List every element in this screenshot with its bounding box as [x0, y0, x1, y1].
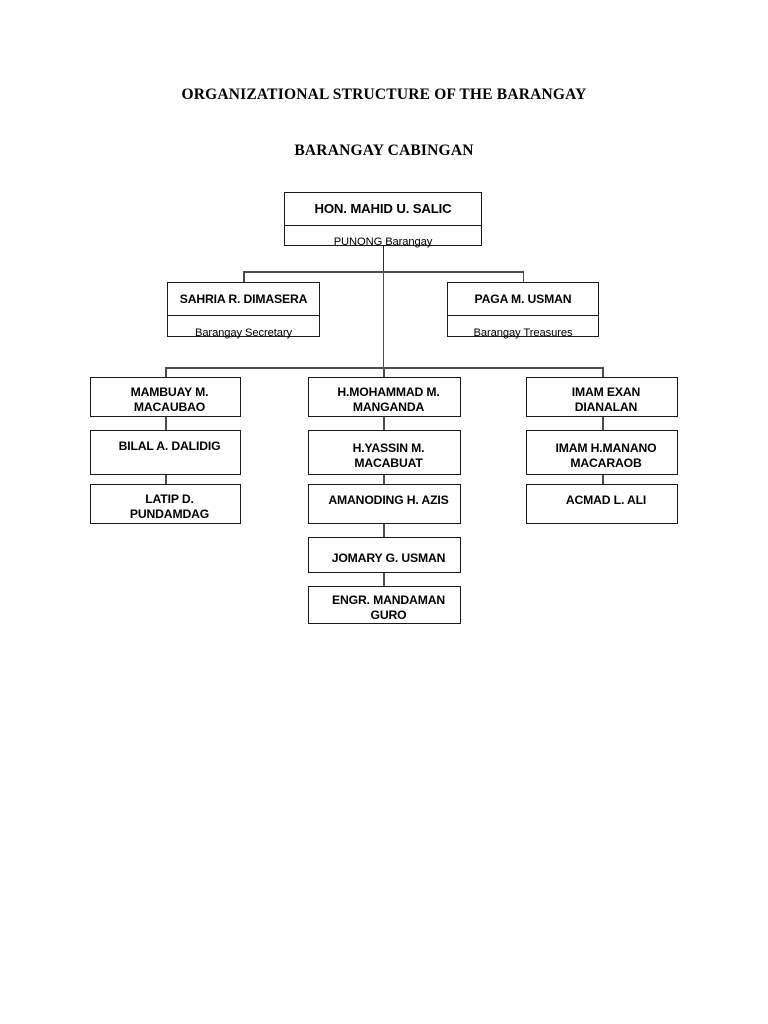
page-title: ORGANIZATIONAL STRUCTURE OF THE BARANGAY — [181, 86, 587, 103]
connector-mid-3-4 — [383, 524, 385, 537]
connector-member-right-drop — [602, 367, 604, 377]
org-node-name: HON. MAHID U. SALIC — [314, 200, 452, 216]
org-node-role: Barangay Treasures — [448, 315, 598, 351]
connector-mid-1-2 — [383, 417, 385, 430]
org-node-name: JOMARY G. USMAN — [331, 550, 446, 565]
org-node-name: AMANODING H. AZIS — [328, 493, 449, 507]
org-node-left-2: BILAL A. DALIDIG — [90, 430, 241, 475]
org-node-name: LATIP D. PUNDAMDAG — [129, 492, 210, 521]
connector-officers-bar — [243, 271, 524, 273]
page-subtitle: BARANGAY CABINGAN — [294, 142, 474, 159]
org-node-name: BILAL A. DALIDIG — [118, 439, 221, 453]
connector-head-stem — [382, 246, 384, 272]
org-node-barangay-treasurer: PAGA M. USMAN Barangay Treasures — [447, 282, 599, 339]
org-node-mid-5: ENGR. MANDAMAN GURO — [308, 586, 461, 624]
org-node-name: IMAM H.MANANO MACARAOB — [555, 440, 657, 470]
org-node-name: IMAM EXAN DIANALAN — [571, 385, 641, 414]
org-node-mid-2: H.YASSIN M. MACABUAT — [308, 430, 461, 475]
connector-left-1-2 — [165, 417, 167, 430]
org-node-name: H.YASSIN M. MACABUAT — [352, 440, 425, 470]
connector-mid-2-3 — [383, 475, 385, 484]
connector-member-mid-drop — [383, 367, 385, 377]
org-node-role: PUNONG Barangay — [285, 225, 481, 260]
org-node-name: ACMAD L. ALI — [565, 493, 647, 507]
org-node-mid-1: H.MOHAMMAD M. MANGANDA — [308, 377, 461, 417]
org-node-name: MAMBUAY M. MACAUBAO — [130, 385, 209, 414]
connector-left-2-3 — [165, 475, 167, 484]
connector-right-1-2 — [602, 417, 604, 430]
org-node-right-1: IMAM EXAN DIANALAN — [526, 377, 678, 417]
org-node-role: Barangay Secretary — [168, 315, 319, 351]
connector-right-2-3 — [602, 475, 604, 484]
connector-head-to-members — [382, 272, 384, 368]
connector-officer-right-drop — [522, 271, 524, 282]
connector-member-left-drop — [165, 367, 167, 377]
org-node-mid-4: JOMARY G. USMAN — [308, 537, 461, 573]
org-node-name: SAHRIA R. DIMASERA — [179, 291, 308, 306]
org-node-right-3: ACMAD L. ALI — [526, 484, 678, 524]
org-node-barangay-secretary: SAHRIA R. DIMASERA Barangay Secretary — [167, 282, 320, 339]
org-node-name: H.MOHAMMAD M. MANGANDA — [337, 385, 440, 414]
org-node-left-3: LATIP D. PUNDAMDAG — [90, 484, 241, 524]
org-node-name: ENGR. MANDAMAN GURO — [332, 593, 445, 622]
connector-mid-4-5 — [383, 573, 385, 586]
org-node-right-2: IMAM H.MANANO MACARAOB — [526, 430, 678, 475]
org-node-punong-barangay: HON. MAHID U. SALIC PUNONG Barangay — [284, 192, 482, 248]
org-node-name: PAGA M. USMAN — [474, 291, 572, 306]
org-node-mid-3: AMANODING H. AZIS — [308, 484, 461, 524]
org-node-left-1: MAMBUAY M. MACAUBAO — [90, 377, 241, 417]
connector-officer-left-drop — [243, 271, 245, 282]
